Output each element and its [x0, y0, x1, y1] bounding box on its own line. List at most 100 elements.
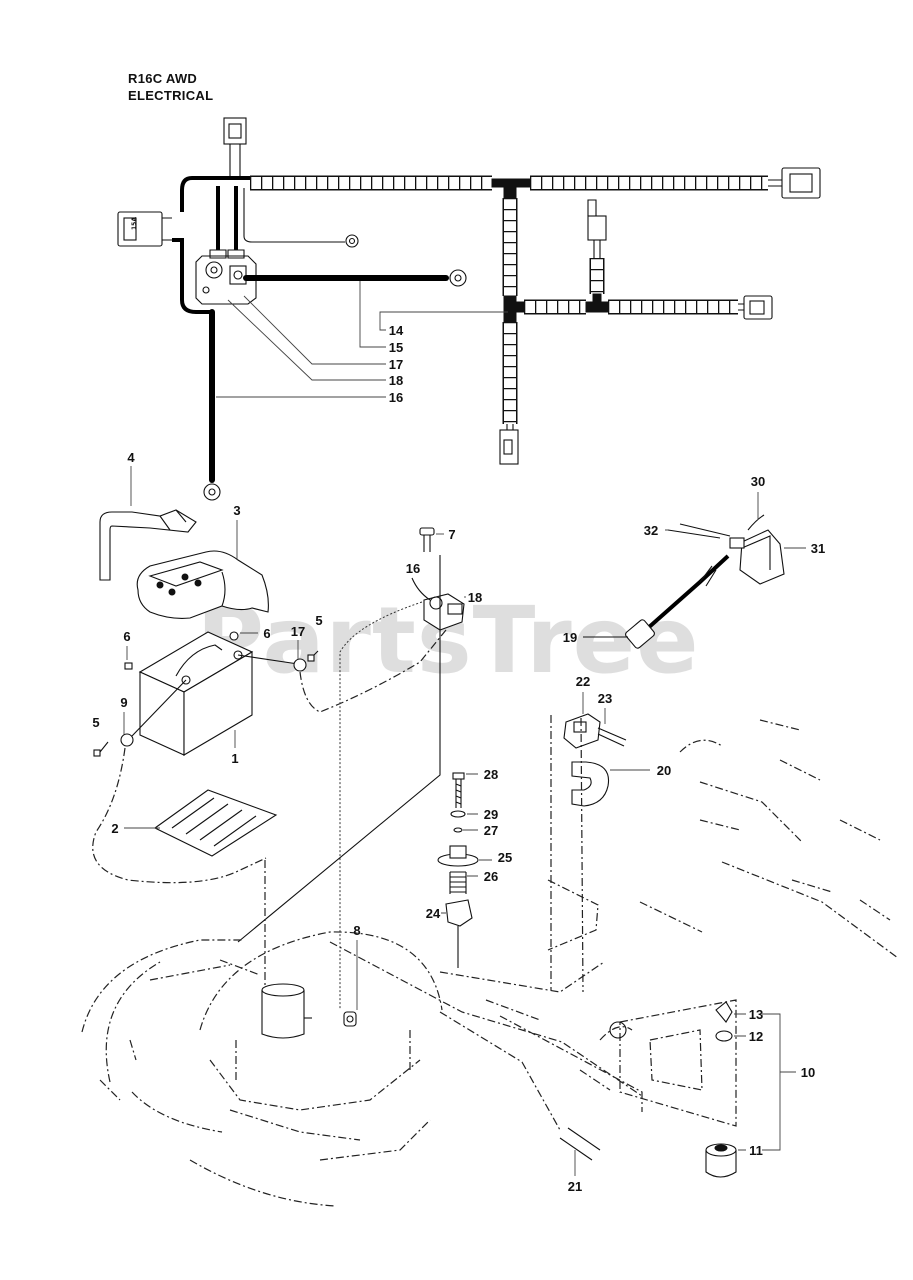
callout-27: 27 [484, 823, 498, 838]
flange-hub [449, 845, 467, 859]
relay-wire [180, 176, 250, 212]
ring-terminal [449, 269, 467, 287]
callout-5: 5 [92, 715, 99, 730]
callout-31: 31 [811, 541, 825, 556]
leader-line [441, 773, 492, 914]
battery-hold-down-rod [175, 644, 223, 677]
battery [138, 631, 254, 756]
ring-terminal-hole [208, 488, 216, 496]
callout-23: 23 [598, 691, 612, 706]
switch-30-32 [665, 492, 806, 585]
callout-24: 24 [426, 906, 441, 921]
harness-junction [491, 178, 531, 199]
callout-29: 29 [484, 807, 498, 822]
callout-8: 8 [353, 923, 360, 938]
knob-11 [705, 1143, 737, 1178]
callout-16: 16 [406, 561, 420, 576]
callout-32: 32 [644, 523, 658, 538]
callout-17: 17 [291, 624, 305, 639]
spring-26 [449, 871, 467, 894]
wire-route [339, 601, 423, 1010]
callout-5: 5 [315, 613, 322, 628]
callout-14: 14 [389, 323, 404, 338]
harness-wire [593, 240, 601, 258]
switch-wires [667, 523, 731, 539]
callout-11: 11 [749, 1143, 763, 1158]
harness-connector-down [499, 429, 519, 465]
connector-latch [587, 199, 597, 216]
callout-7: 7 [448, 527, 455, 542]
connector-socket [749, 300, 765, 315]
bolt-7 [419, 527, 435, 552]
callout-1: 1 [231, 751, 238, 766]
nut-12 [715, 1030, 733, 1042]
harness-connector-right [743, 295, 773, 320]
callout-10: 10 [801, 1065, 815, 1080]
model-title: R16C AWD [128, 71, 198, 86]
negative-cable [131, 679, 187, 737]
leader-line [582, 692, 606, 724]
callout-25: 25 [498, 850, 512, 865]
clip-20 [571, 761, 650, 807]
dash-panel [609, 999, 737, 1127]
ring-terminal-9 [120, 733, 134, 747]
ring-terminal [345, 234, 359, 248]
positive-cable [237, 654, 299, 665]
callout-17: 17 [389, 357, 403, 372]
bolt-head [93, 749, 101, 757]
callout-3: 3 [233, 503, 240, 518]
section-title: ELECTRICAL [128, 88, 214, 103]
key-13 [715, 1001, 733, 1023]
harness-wire [699, 565, 717, 587]
engine-outline [199, 931, 443, 1111]
callout-18: 18 [468, 590, 482, 605]
bolt [99, 741, 109, 753]
wire-16 [411, 577, 431, 601]
engine-cylinder [261, 983, 312, 1039]
starter-solenoid-lower [423, 593, 465, 631]
seat-switch-harness [583, 554, 730, 649]
switch-24 [445, 899, 473, 927]
harness-connector-up [587, 215, 607, 241]
leader-line [123, 632, 258, 735]
callout-6: 6 [263, 626, 270, 641]
callout-26: 26 [484, 869, 498, 884]
nut [229, 631, 239, 641]
callout-15: 15 [389, 340, 403, 355]
switch-bracket [739, 529, 785, 585]
harness-wire [768, 179, 784, 187]
callout-13: 13 [749, 1007, 763, 1022]
ring-terminal [203, 483, 221, 501]
relay-power-wire [172, 238, 212, 314]
wiring-harness: 15A [117, 117, 821, 501]
callout-labels: 14 15 17 18 16 4 3 7 30 32 31 16 18 5 17… [92, 323, 825, 1194]
washer-29 [450, 810, 466, 818]
harness-connector-top [223, 117, 247, 145]
nut [124, 662, 133, 670]
battery-mat [153, 789, 278, 857]
sensor-8 [343, 940, 358, 1027]
switch-lever [747, 514, 765, 531]
pto-switch-stack [437, 772, 492, 968]
fuse-rating-label: 15A [131, 217, 138, 230]
callout-9: 9 [120, 695, 127, 710]
positive-cable-route [299, 629, 447, 713]
hardware-small [93, 631, 319, 757]
negative-cable-route [92, 747, 267, 884]
callout-20: 20 [657, 763, 671, 778]
mower-deck-outline [81, 939, 431, 1207]
ring-terminal-hole [348, 237, 356, 245]
starter-solenoid [195, 249, 257, 305]
harness-wire [229, 144, 241, 180]
harness-junction [585, 293, 609, 313]
battery-bracket [99, 509, 197, 581]
washer-27 [453, 827, 463, 833]
gear-edge [609, 1021, 627, 1039]
connector-19 [625, 619, 655, 649]
connector-socket [789, 173, 813, 193]
switch-22 [563, 692, 627, 749]
battery-cover [136, 550, 269, 619]
ground-wire [243, 188, 345, 243]
chassis-frame-outline [329, 941, 643, 1131]
